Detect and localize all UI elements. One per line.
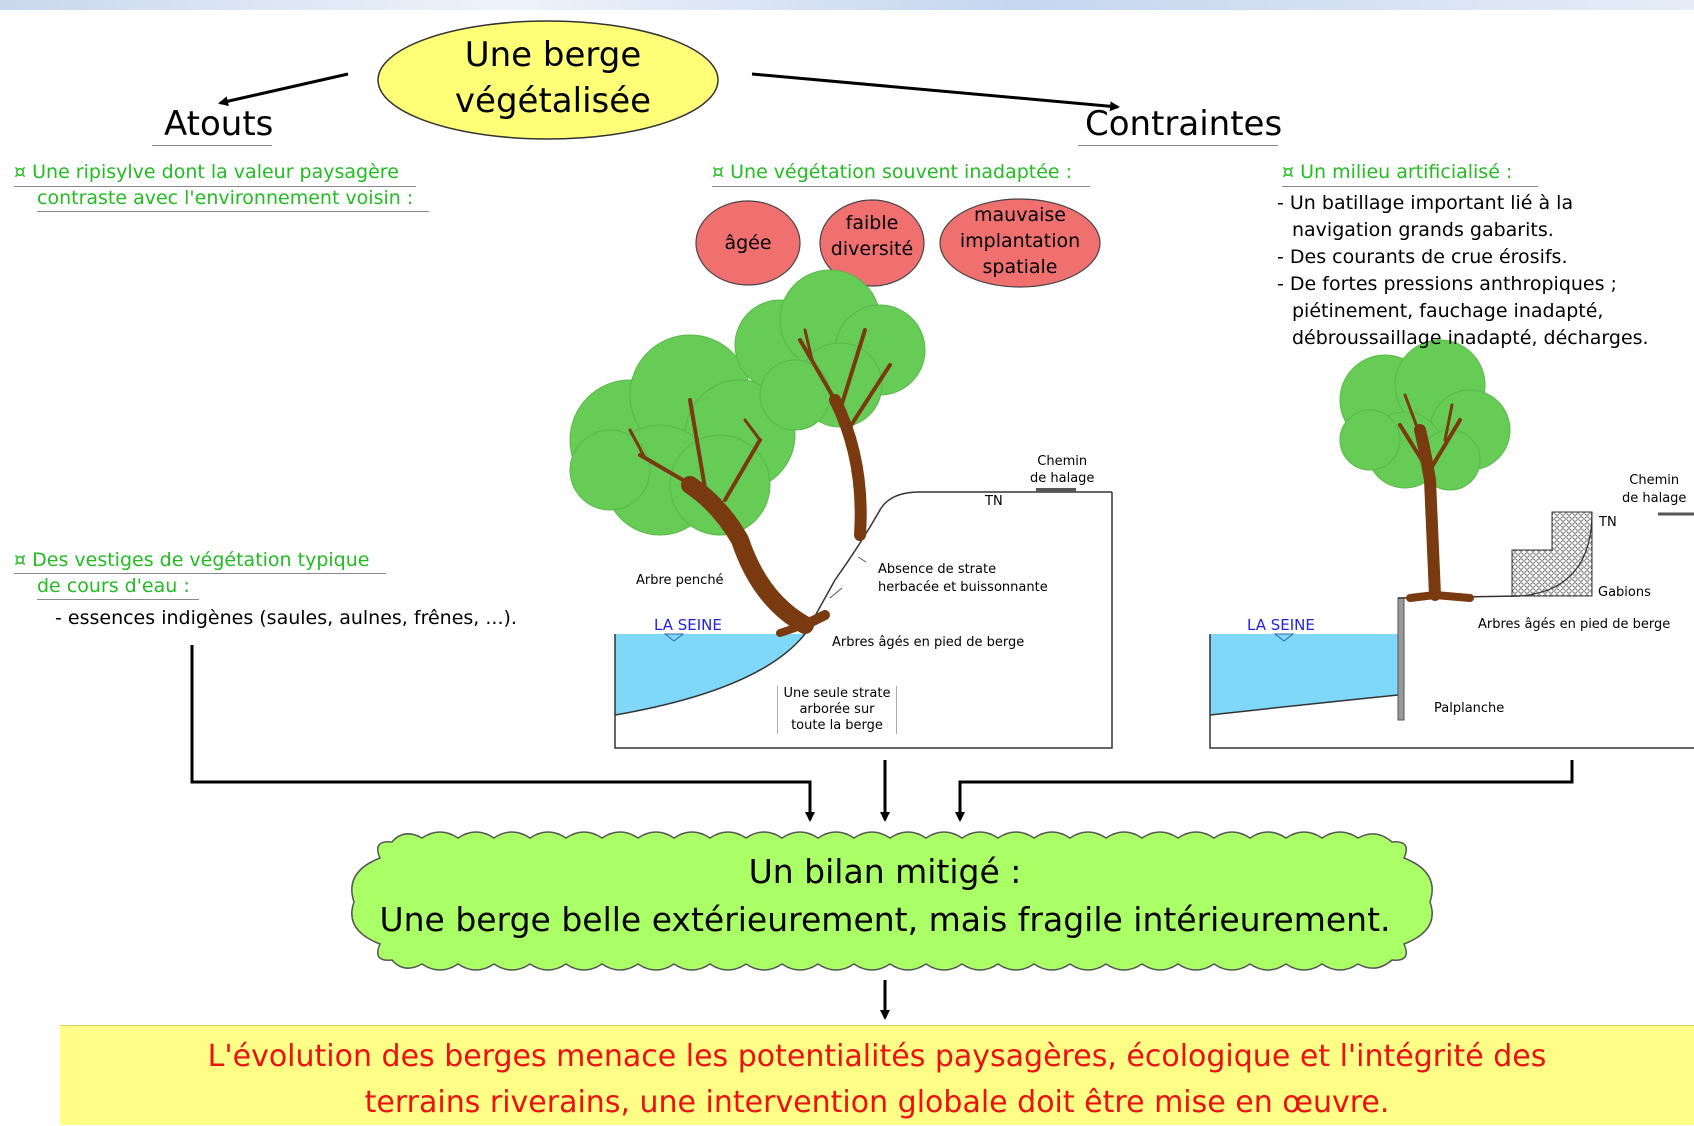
left-cross-section xyxy=(614,488,1113,749)
milieu-title-underline xyxy=(1282,186,1538,187)
atouts-point1-line1: ¤ Une ripisylve dont la valeur paysagère xyxy=(14,161,399,183)
left-tree-canopies xyxy=(569,269,926,536)
bilan-line-1: Un bilan mitigé : xyxy=(748,852,1022,891)
milieu-item-2: - Des courants de crue érosifs. xyxy=(1277,246,1568,268)
right-arbres-ages-label: Arbres âgés en pied de berge xyxy=(1478,617,1671,632)
atouts-underline xyxy=(152,145,272,146)
oval-mauvaise-implantation xyxy=(939,198,1101,288)
left-water-marker xyxy=(663,633,685,642)
bilan-text: Un bilan mitigé : Une berge belle extéri… xyxy=(330,848,1440,944)
left-leader-1 xyxy=(829,587,843,599)
right-section-frame xyxy=(1209,634,1694,749)
conclusion-text: L'évolution des berges menace les potent… xyxy=(60,1034,1694,1126)
title-line-1: Une berge xyxy=(464,35,642,75)
left-leader-2 xyxy=(857,556,867,563)
right-cross-section xyxy=(1209,511,1694,749)
oval-agee-label: âgée xyxy=(724,232,772,254)
right-tn-label: TN xyxy=(1599,515,1617,530)
oval-mauvaise-label: mauvaise implantation spatiale xyxy=(959,204,1081,278)
atouts-heading: Atouts xyxy=(164,104,274,144)
milieu-item-3b: piétinement, fauchage inadapté, xyxy=(1292,300,1604,322)
arbre-penche-label: Arbre penché xyxy=(636,573,724,588)
left-water xyxy=(615,634,805,715)
palplanche xyxy=(1397,597,1405,721)
right-seine-label: LA SEINE xyxy=(1247,616,1315,634)
atouts-point2-underline1 xyxy=(14,573,386,574)
top-gradient-band xyxy=(0,0,1694,10)
oval-agee xyxy=(695,200,801,286)
left-seine-label: LA SEINE xyxy=(654,616,722,634)
atouts-point2-line1: ¤ Des vestiges de végétation typique xyxy=(14,549,370,571)
arrow-to-atouts xyxy=(218,72,349,107)
vegetation-title: ¤ Une végétation souvent inadaptée : xyxy=(712,161,1073,183)
palplanche-label: Palplanche xyxy=(1434,701,1505,716)
oval-faible-diversite xyxy=(819,199,925,287)
flow-left xyxy=(190,645,815,822)
contraintes-heading: Contraintes xyxy=(1085,104,1283,144)
title-oval xyxy=(377,20,719,140)
atouts-point1-underline1 xyxy=(14,186,416,187)
gabions xyxy=(1511,511,1593,597)
milieu-item-3c: débroussaillage inadapté, décharges. xyxy=(1292,327,1649,349)
left-arbres-ages-label: Arbres âgés en pied de berge xyxy=(832,635,1025,650)
left-section-frame xyxy=(614,492,1113,749)
left-bank-profile xyxy=(614,491,1112,716)
conclusion-box: L'évolution des berges menace les potent… xyxy=(60,1025,1694,1125)
atouts-point2-line2: de cours d'eau : xyxy=(37,575,190,597)
title-line-2: végétalisée xyxy=(454,81,652,121)
milieu-item-1: - Un batillage important lié à la xyxy=(1277,192,1574,214)
conclusion-line-2: terrains riverains, une intervention glo… xyxy=(364,1085,1390,1120)
atouts-point1-underline2 xyxy=(37,211,429,212)
atouts-point1-line2: contraste avec l'environnement voisin : xyxy=(37,187,414,209)
flow-right xyxy=(955,760,1574,822)
contraintes-underline xyxy=(1078,145,1278,146)
right-tree-trunk xyxy=(1398,393,1474,602)
diagram-title: Une berge végétalisée xyxy=(378,32,728,124)
milieu-title: ¤ Un milieu artificialisé : xyxy=(1282,161,1513,183)
gabions-label: Gabions xyxy=(1598,585,1651,600)
left-tree-trunks xyxy=(628,328,892,637)
oval-faible-label: faible diversité xyxy=(830,212,914,260)
left-tn-label: TN xyxy=(985,494,1003,509)
arrow-to-contraintes xyxy=(751,72,1120,112)
atouts-point2-underline2 xyxy=(37,599,199,600)
right-water-marker xyxy=(1273,633,1295,642)
right-water xyxy=(1210,634,1398,715)
milieu-item-3: - De fortes pressions anthropiques ; xyxy=(1277,273,1617,295)
bilan-cloud xyxy=(351,831,1433,971)
conclusion-line-1: L'évolution des berges menace les potent… xyxy=(207,1039,1547,1074)
bilan-line-2: Une berge belle extérieurement, mais fra… xyxy=(379,900,1391,939)
atouts-point2-detail: - essences indigènes (saules, aulnes, fr… xyxy=(55,607,517,629)
vegetation-title-underline xyxy=(712,186,1090,187)
milieu-item-1b: navigation grands gabarits. xyxy=(1292,219,1554,241)
